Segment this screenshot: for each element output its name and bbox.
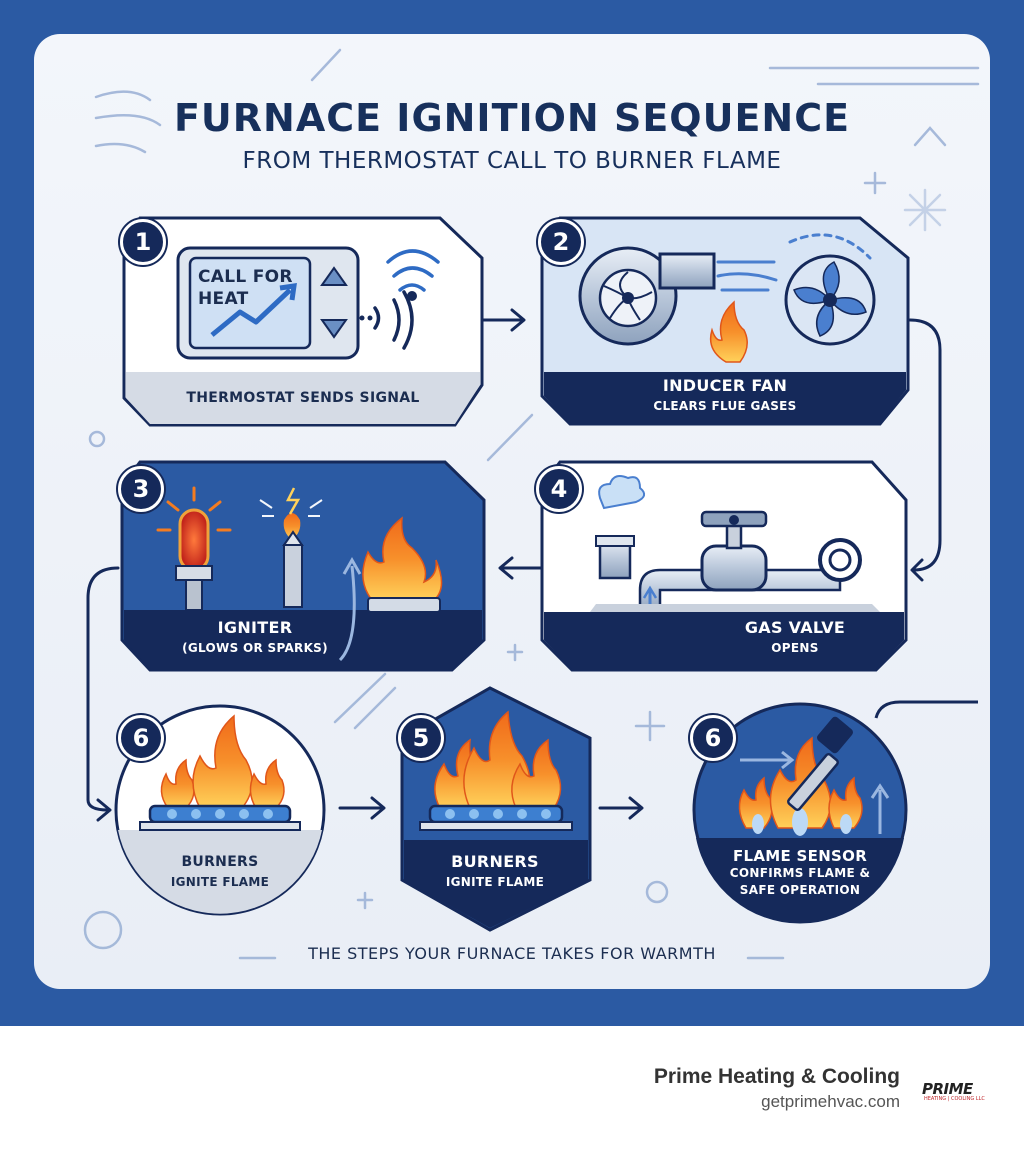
step6-left-caption: BURNERS IGNITE FLAME <box>130 852 310 892</box>
flame-icon <box>709 300 748 363</box>
step-number-badge: 2 <box>538 219 584 265</box>
step5-caption: BURNERS IGNITE FLAME <box>420 852 570 892</box>
step1-caption: THERMOSTAT SENDS SIGNAL <box>186 390 420 406</box>
step3-caption-line-1: IGNITER <box>217 618 293 637</box>
step4-caption-line-1: GAS VALVE <box>744 618 846 637</box>
step6-left-caption-line-1: BURNERS <box>181 854 259 870</box>
step2-caption: INDUCER FAN CLEARS FLUE GASES <box>544 376 906 416</box>
step-number-badge: 6 <box>690 715 736 761</box>
step2-caption-line-1: INDUCER FAN <box>662 376 788 395</box>
step-number-badge: 4 <box>536 466 582 512</box>
burner-flame-icon <box>362 516 443 613</box>
screen-line-1: CALL FOR <box>198 267 293 287</box>
decor-lines <box>83 48 980 960</box>
screen-line-2: HEAT <box>198 289 249 309</box>
step5-caption-line-1: BURNERS <box>451 852 539 871</box>
vent-fan-icon <box>784 254 876 346</box>
burner-flames-icon <box>139 714 301 831</box>
step5-card <box>400 686 592 932</box>
thermostat-screen-text: CALL FOR HEAT <box>198 266 298 310</box>
step-number-badge: 6 <box>118 715 164 761</box>
step3-card <box>120 460 486 672</box>
page-title: FURNACE IGNITION SEQUENCE <box>173 96 851 140</box>
signal-waves-icon <box>373 249 440 350</box>
step4-card <box>540 460 908 672</box>
step4-caption: GAS VALVE OPENS <box>700 618 890 658</box>
brand-logo-subtext: HEATING | COOLING LLC <box>924 1096 985 1102</box>
step6-right-caption-line-1: FLAME SENSOR <box>732 847 868 865</box>
step5-caption-line-2: IGNITE FLAME <box>445 875 545 889</box>
burner-flames-icon <box>419 710 573 831</box>
brand-logo: PRIME HEATING | COOLING LLC <box>922 1080 1002 1106</box>
gas-valve-icon <box>590 475 880 614</box>
step6-right-caption-line-3: SAFE OPERATION <box>739 883 861 897</box>
step-number-badge: 1 <box>120 219 166 265</box>
step6-left-card <box>114 704 326 916</box>
page-subtitle: FROM THERMOSTAT CALL TO BURNER FLAME <box>242 148 782 174</box>
step6-right-caption-line-2: CONFIRMS FLAME & <box>729 866 871 880</box>
step2-caption-line-2: CLEARS FLUE GASES <box>653 399 797 413</box>
flame-sensor-icon <box>738 716 890 836</box>
flow-arrows <box>86 308 942 822</box>
inducer-blower-icon <box>578 246 716 346</box>
step3-caption: IGNITER (GLOWS OR SPARKS) <box>150 618 360 658</box>
step1-card <box>122 216 484 427</box>
diagram-art <box>83 48 980 960</box>
step-number-badge: 5 <box>398 715 444 761</box>
footer-tagline: THE STEPS YOUR FURNACE TAKES FOR WARMTH <box>308 944 716 963</box>
step6-right-card <box>692 700 978 924</box>
hot-surface-igniter-icon <box>156 486 232 611</box>
step6-left-caption-line-2: IGNITE FLAME <box>170 875 270 889</box>
step-number-badge: 3 <box>118 466 164 512</box>
step4-caption-line-2: OPENS <box>771 641 819 655</box>
brand-logo-text: PRIME <box>922 1080 973 1098</box>
airflow-lines <box>716 233 872 292</box>
brand-name: Prime Heating & Cooling <box>653 1065 900 1088</box>
step2-card <box>540 216 910 426</box>
brand-url[interactable]: getprimehvac.com <box>761 1092 900 1111</box>
step6-right-caption: FLAME SENSOR CONFIRMS FLAME & SAFE OPERA… <box>710 848 890 899</box>
step3-caption-line-2: (GLOWS OR SPARKS) <box>182 641 328 655</box>
spark-igniter-icon <box>259 487 323 608</box>
